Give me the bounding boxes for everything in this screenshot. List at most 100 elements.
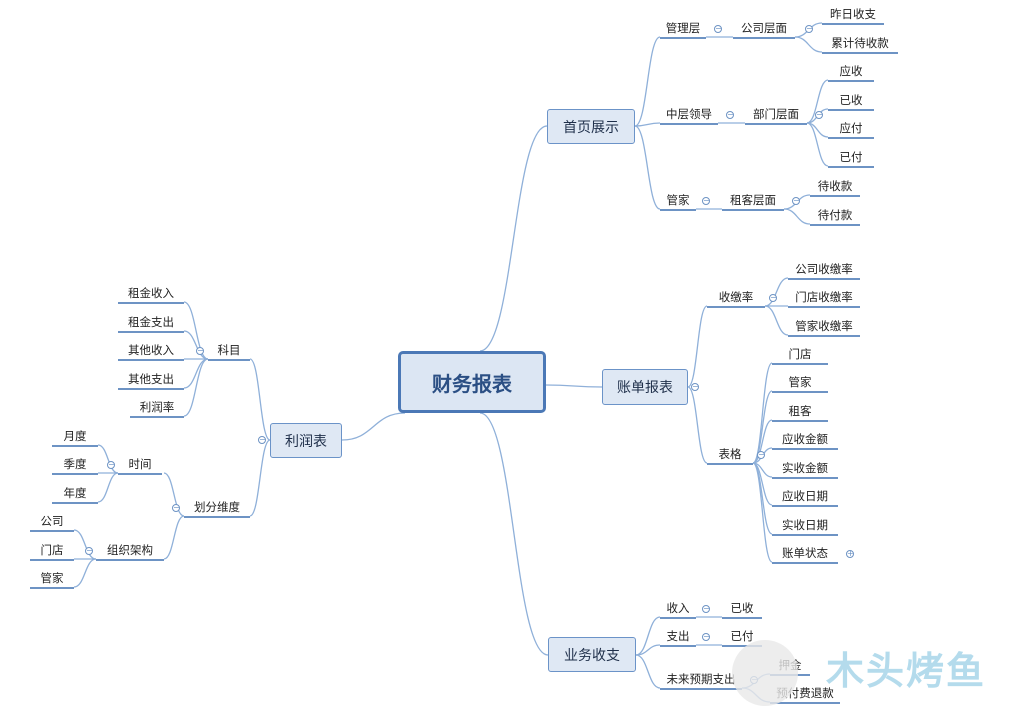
collapse-toggle-icon[interactable]: − (702, 604, 710, 613)
node-paid[interactable]: 已付 (828, 150, 874, 168)
node-quarter[interactable]: 季度 (52, 457, 98, 475)
node-date-received[interactable]: 实收日期 (772, 518, 838, 536)
collapse-toggle-icon[interactable]: − (726, 110, 734, 119)
collapse-toggle-icon[interactable]: − (702, 632, 710, 641)
connector-line (183, 301, 209, 360)
connector-line (97, 444, 119, 474)
collapse-toggle-icon[interactable]: − (815, 110, 823, 119)
node-store-rate[interactable]: 门店收缴率 (788, 290, 860, 308)
collapse-toggle-icon[interactable]: − (172, 503, 180, 512)
connector-line (341, 412, 406, 441)
node-expense[interactable]: 支出 (660, 629, 696, 647)
node-middle[interactable]: 中层领导 (660, 107, 718, 125)
connector-line (183, 358, 209, 417)
node-margin[interactable]: 利润率 (130, 400, 184, 418)
node-income-done[interactable]: 已收 (722, 601, 762, 619)
node-store[interactable]: 门店 (772, 347, 828, 365)
collapse-toggle-icon[interactable]: − (757, 450, 765, 459)
node-income[interactable]: 收入 (660, 601, 696, 619)
collapse-toggle-icon[interactable]: − (85, 546, 93, 555)
connector-line (752, 419, 773, 464)
node-rent-expense[interactable]: 租金支出 (118, 315, 184, 333)
expand-toggle-icon[interactable]: + (846, 549, 854, 558)
node-dept-level[interactable]: 部门层面 (745, 107, 807, 125)
collapse-toggle-icon[interactable]: − (702, 196, 710, 205)
node-time[interactable]: 时间 (118, 457, 162, 475)
node-received[interactable]: 已收 (828, 93, 874, 111)
node-dimension[interactable]: 划分维度 (184, 500, 250, 518)
collapse-toggle-icon[interactable]: − (714, 24, 722, 33)
connector-line (249, 439, 271, 517)
connector-line (249, 358, 271, 441)
branch-bill[interactable]: 账单报表 (602, 369, 688, 405)
connector-line (97, 472, 119, 503)
connector-line (545, 384, 603, 388)
node-subject[interactable]: 科目 (208, 343, 250, 361)
node-other-expense[interactable]: 其他支出 (118, 372, 184, 390)
connector-line (479, 412, 549, 656)
node-amount-due[interactable]: 应收金额 (772, 432, 838, 450)
collapse-toggle-icon[interactable]: − (691, 382, 699, 391)
node-amount-received[interactable]: 实收金额 (772, 461, 838, 479)
collapse-toggle-icon[interactable]: − (769, 293, 777, 302)
node-payable[interactable]: 应付 (828, 121, 874, 139)
collapse-toggle-icon[interactable]: − (258, 435, 266, 444)
node-tenant-level[interactable]: 租客层面 (722, 193, 784, 211)
node-org[interactable]: 组织架构 (96, 543, 164, 561)
node-accumulated[interactable]: 累计待收款 (822, 36, 898, 54)
node-org-butler[interactable]: 管家 (30, 571, 74, 589)
connector-line (806, 79, 829, 124)
connector-line (783, 208, 811, 225)
node-year[interactable]: 年度 (52, 486, 98, 504)
branch-biz[interactable]: 业务收支 (548, 637, 636, 672)
connector-line (479, 125, 548, 352)
node-butler-rate[interactable]: 管家收缴率 (788, 319, 860, 337)
connector-line (752, 462, 773, 535)
connector-line (73, 529, 97, 560)
connector-line (687, 386, 708, 464)
collapse-toggle-icon[interactable]: − (107, 460, 115, 469)
connector-line (687, 305, 708, 388)
connector-line (183, 330, 209, 360)
branch-home[interactable]: 首页展示 (547, 109, 635, 144)
connector-line (73, 558, 97, 588)
connector-line (634, 122, 661, 127)
node-other-income[interactable]: 其他收入 (118, 343, 184, 361)
connector-line (794, 36, 823, 53)
connector-line (752, 462, 773, 563)
node-company-rate[interactable]: 公司收缴率 (788, 262, 860, 280)
node-yesterday[interactable]: 昨日收支 (822, 7, 884, 25)
node-to-pay[interactable]: 待付款 (810, 208, 860, 226)
collapse-toggle-icon[interactable]: − (196, 346, 204, 355)
connector-line (635, 644, 661, 656)
node-future-expense[interactable]: 未来预期支出 (660, 672, 742, 690)
branch-profit[interactable]: 利润表 (270, 423, 342, 458)
connector-line (183, 358, 209, 389)
root-node[interactable]: 财务报表 (398, 351, 546, 413)
node-rent-income[interactable]: 租金收入 (118, 286, 184, 304)
node-org-company[interactable]: 公司 (30, 514, 74, 532)
node-expense-done[interactable]: 已付 (722, 629, 762, 647)
node-mgmt[interactable]: 管理层 (660, 21, 706, 39)
node-tenant[interactable]: 租客 (772, 404, 828, 422)
connector-line (764, 305, 789, 336)
node-receivable[interactable]: 应收 (828, 64, 874, 82)
collapse-toggle-icon[interactable]: − (805, 24, 813, 33)
connector-line (634, 36, 661, 127)
node-to-collect[interactable]: 待收款 (810, 179, 860, 197)
node-butler[interactable]: 管家 (660, 193, 696, 211)
node-bill-status[interactable]: 账单状态 (772, 546, 838, 564)
node-table[interactable]: 表格 (707, 447, 753, 465)
connector-line (163, 515, 185, 560)
node-date-due[interactable]: 应收日期 (772, 489, 838, 507)
connector-line (634, 125, 661, 210)
node-butler-col[interactable]: 管家 (772, 375, 828, 393)
connector-line (764, 277, 789, 307)
connector-line (806, 122, 829, 167)
node-month[interactable]: 月度 (52, 429, 98, 447)
collapse-toggle-icon[interactable]: − (792, 196, 800, 205)
node-collection-rate[interactable]: 收缴率 (707, 290, 765, 308)
node-org-store[interactable]: 门店 (30, 543, 74, 561)
node-company-level[interactable]: 公司层面 (733, 21, 795, 39)
